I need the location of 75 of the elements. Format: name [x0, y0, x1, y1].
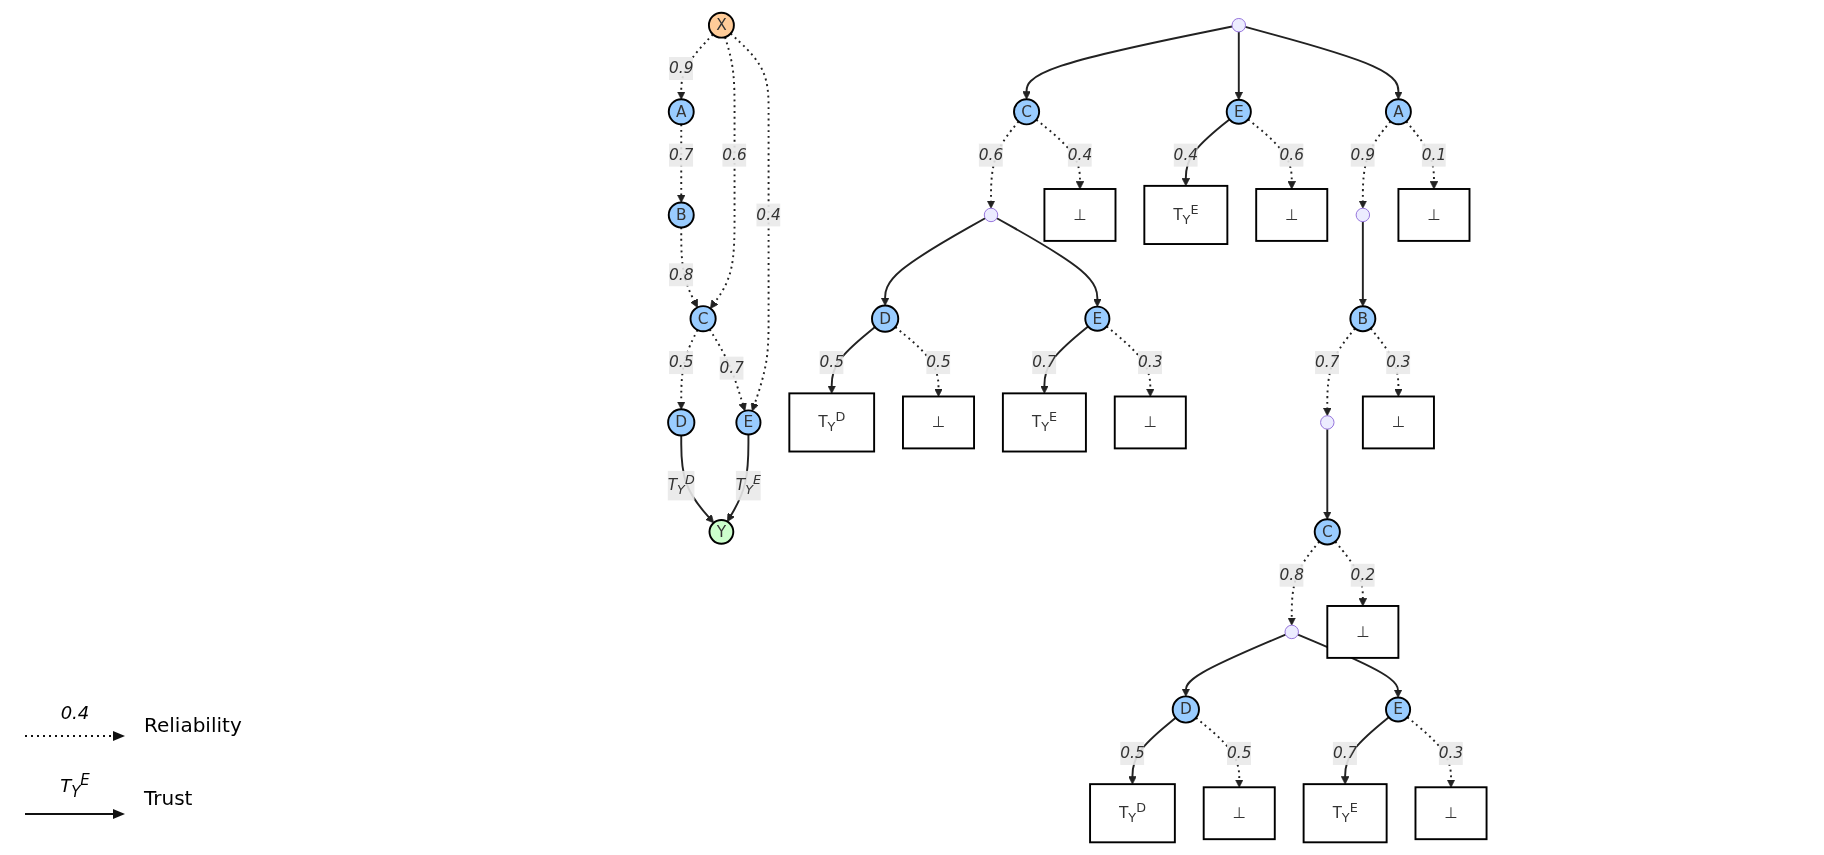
- edge-label: 0.6: [722, 145, 747, 164]
- node-circle: A: [1384, 98, 1412, 126]
- legend-sample-label: 0.4: [60, 702, 90, 724]
- arrow: [880, 217, 986, 306]
- node-circle: C: [689, 305, 717, 333]
- node-circle: E: [735, 409, 762, 436]
- node-circle: Y: [708, 519, 735, 545]
- node-circle: E: [1225, 98, 1252, 125]
- node-circle: C: [1313, 518, 1341, 546]
- node-circle: C: [1012, 98, 1040, 126]
- node-box: ⊥: [1414, 786, 1488, 841]
- edge-label: 0.7: [668, 145, 694, 164]
- node-circle: [1355, 207, 1370, 223]
- node-box: ⊥: [1255, 188, 1329, 242]
- node-box: ⊥: [1361, 395, 1435, 450]
- edge-label: 0.4: [756, 205, 781, 224]
- arrow: [1406, 716, 1456, 788]
- arrow: [995, 217, 1102, 307]
- node-box: ⊥: [1326, 605, 1400, 659]
- node-circle: [1319, 415, 1335, 430]
- node-circle: [1284, 624, 1299, 640]
- legend-text: Reliability: [144, 712, 242, 737]
- node-circle: X: [707, 11, 735, 39]
- edge-label: 0.1: [1421, 145, 1447, 164]
- edge-label: 0.7: [1032, 352, 1057, 372]
- node-circle: A: [667, 98, 695, 126]
- edge-label: 0.7: [1332, 743, 1358, 763]
- edge-label: 0.5: [668, 352, 694, 372]
- edge-label: 0.5: [1120, 743, 1145, 763]
- edge-label: 0.7: [1314, 352, 1340, 372]
- arrow: [729, 32, 770, 412]
- arrow: [709, 36, 736, 309]
- arrow: [1181, 633, 1287, 697]
- edge-label: 0.5: [819, 352, 844, 372]
- node-circle: [1231, 17, 1246, 33]
- arrow: [1035, 118, 1085, 190]
- arrow: [1322, 428, 1332, 520]
- node-box: ⊥: [1113, 395, 1187, 450]
- arrow: [1194, 716, 1244, 788]
- legend-text: Trust: [144, 786, 193, 811]
- edge-label: 0.8: [668, 265, 694, 284]
- arrow: [1022, 25, 1234, 100]
- node-circle: E: [1384, 696, 1411, 723]
- node-box: ⊥: [1043, 188, 1117, 242]
- node-circle: B: [667, 201, 695, 229]
- edge-label: 0.3: [1386, 352, 1411, 372]
- arrow: [1105, 325, 1155, 397]
- node-box: ⊥: [901, 395, 975, 450]
- node-circle: D: [870, 304, 900, 333]
- edge-label: 0.7: [719, 358, 744, 377]
- edge-label: 0.8: [1279, 565, 1304, 584]
- node-circle: [983, 207, 999, 223]
- edge-label: 0.2: [1350, 565, 1375, 584]
- arrow: [1247, 118, 1296, 190]
- node-circle: B: [1349, 305, 1377, 333]
- node-circle: D: [667, 408, 696, 437]
- edge-label: 0.3: [1137, 352, 1163, 372]
- node-circle: D: [1171, 695, 1200, 724]
- edge-label: 0.9: [1350, 145, 1375, 164]
- node-box: ⊥: [1202, 786, 1276, 841]
- edge-label: 0.5: [1226, 743, 1252, 763]
- arrow: [1358, 220, 1367, 307]
- arrow: [708, 328, 747, 412]
- edge-label: 0.6: [978, 145, 1004, 164]
- arrow: [1234, 30, 1243, 101]
- edge-label: 0.4: [1173, 145, 1198, 164]
- edge-label: 0.9: [668, 58, 694, 78]
- edge-label: 0.4: [1067, 145, 1093, 164]
- arrow: [1244, 25, 1403, 100]
- edge-label: 0.5: [926, 352, 951, 372]
- edge-label: 0.3: [1438, 743, 1464, 763]
- edge-label: 0.6: [1279, 145, 1304, 164]
- node-box: ⊥: [1397, 188, 1471, 242]
- node-circle: E: [1084, 305, 1111, 332]
- arrow: [894, 326, 943, 397]
